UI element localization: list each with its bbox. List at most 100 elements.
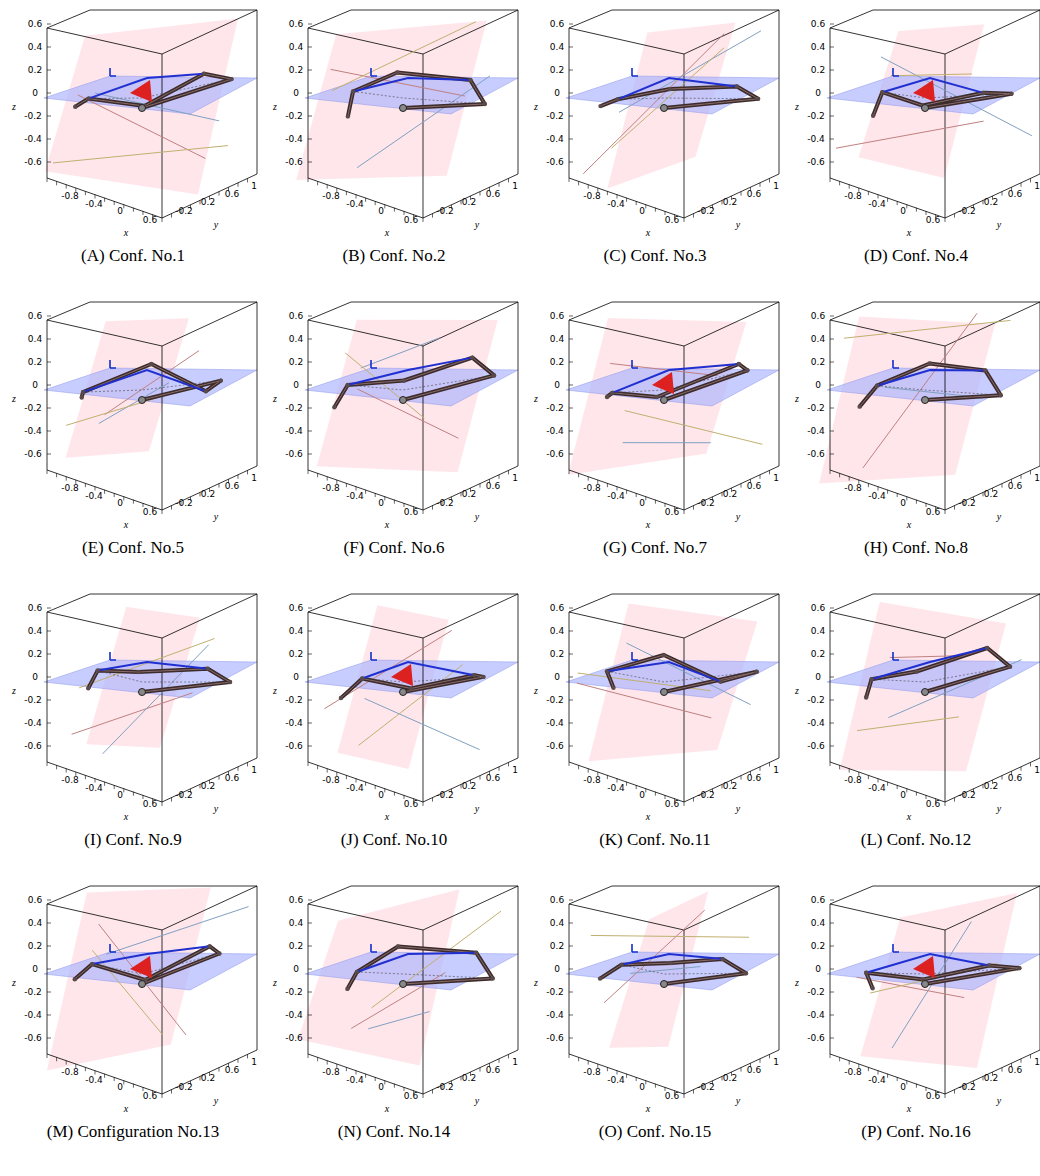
tick-label: 0 xyxy=(32,964,38,974)
joint xyxy=(395,70,399,74)
joint xyxy=(355,970,359,974)
axis-label: z xyxy=(12,685,16,696)
tick-label: 1 xyxy=(773,473,779,483)
mechanism-highlight xyxy=(866,648,1010,698)
mechanism-link xyxy=(860,364,1001,407)
joint xyxy=(491,976,495,980)
platform-link xyxy=(622,954,723,965)
tick-label: 0.2 xyxy=(550,65,564,75)
tick-label: -0.8 xyxy=(61,483,79,493)
base-joint xyxy=(139,981,146,988)
joint xyxy=(880,90,884,94)
joint-axis xyxy=(331,69,465,96)
tick-label: -0.2 xyxy=(285,695,303,705)
joint xyxy=(981,91,985,95)
tick-label: 0.2 xyxy=(289,941,303,951)
blue-plane xyxy=(44,952,257,990)
subfigure-caption: (E) Conf. No.5 xyxy=(82,538,184,558)
axis-label: x xyxy=(646,811,650,822)
dotted-link xyxy=(98,671,230,682)
tick-label: 0.6 xyxy=(665,507,679,517)
tick-label: 0.2 xyxy=(289,649,303,659)
joint xyxy=(332,405,336,409)
tick-label: 0 xyxy=(900,790,906,800)
mechanism-link xyxy=(75,946,220,984)
axis-label: y xyxy=(997,219,1001,230)
tick-label: -0.6 xyxy=(24,449,42,459)
joint xyxy=(481,675,485,679)
joint xyxy=(206,667,210,671)
tick-label: 0.2 xyxy=(723,781,737,791)
tick-label: 0.2 xyxy=(28,649,42,659)
tick-label: -0.6 xyxy=(546,1033,564,1043)
mechanism-highlight xyxy=(860,364,1001,407)
dotted-link xyxy=(877,386,1001,395)
tick-label: -0.2 xyxy=(436,1082,454,1092)
tick-label: 0.6 xyxy=(486,773,500,783)
tick-label: -0.8 xyxy=(322,191,340,201)
joint-axis xyxy=(79,639,214,688)
axis-box xyxy=(308,10,518,218)
axis-box xyxy=(308,594,518,802)
platform-link xyxy=(98,662,208,671)
tick-label: -0.4 xyxy=(807,718,825,728)
axis-label: z xyxy=(534,977,538,988)
tick-label: -0.2 xyxy=(958,498,976,508)
tick-label: -0.4 xyxy=(85,1075,103,1085)
joint xyxy=(598,104,602,108)
joint xyxy=(219,378,223,382)
tick-label: -0.4 xyxy=(868,1075,886,1085)
tick-label: -0.2 xyxy=(175,206,193,216)
dotted-link xyxy=(872,667,1010,682)
tick-label: 0.6 xyxy=(747,481,761,491)
tick-label: 0.2 xyxy=(201,781,215,791)
joint xyxy=(605,669,609,673)
tick-label: 0.4 xyxy=(550,42,564,52)
axis-label: y xyxy=(997,1095,1001,1106)
tick-label: 0.2 xyxy=(811,941,825,951)
axis-box xyxy=(569,10,779,218)
tick-label: 0 xyxy=(815,88,821,98)
mechanism-link xyxy=(88,669,230,692)
axis-box xyxy=(830,302,1040,510)
tick-label: 0.6 xyxy=(28,895,42,905)
tick-label: 0.6 xyxy=(404,507,418,517)
base-joint xyxy=(139,397,146,404)
frame-glyph xyxy=(371,944,377,952)
tick-label: 0 xyxy=(32,672,38,682)
mechanism-highlight xyxy=(600,959,746,984)
axis-label: y xyxy=(214,511,218,522)
base-joint xyxy=(922,981,929,988)
tick-label: 1 xyxy=(1034,181,1040,191)
tick-label: -0.2 xyxy=(807,695,825,705)
frame-glyph xyxy=(893,652,899,660)
tick-marks xyxy=(308,316,509,514)
tick-label: -0.2 xyxy=(285,987,303,997)
axis-label: x xyxy=(646,519,650,530)
tick-label: -0.6 xyxy=(546,449,564,459)
tick-label: -0.2 xyxy=(807,987,825,997)
axis-label: z xyxy=(273,101,277,112)
tick-label: 0.6 xyxy=(747,1065,761,1075)
tick-label: -0.8 xyxy=(61,775,79,785)
joint xyxy=(655,395,659,399)
tick-label: -0.6 xyxy=(285,1033,303,1043)
platform-link xyxy=(362,662,474,678)
plot-panel: 0.60.40.20-0.2-0.4-0.6z-0.8-0.400.6x-0.2… xyxy=(263,882,525,1174)
tick-label: 1 xyxy=(1034,765,1040,775)
tick-label: 0.6 xyxy=(1008,189,1022,199)
axis-label: x xyxy=(124,519,128,530)
tick-label: 0.2 xyxy=(289,357,303,367)
tick-label: 0 xyxy=(554,672,560,682)
axis-box xyxy=(830,10,1040,218)
frame-glyph xyxy=(632,652,638,660)
tick-label: -0.4 xyxy=(24,1010,42,1020)
frame-glyph xyxy=(632,944,638,952)
joint-axis xyxy=(78,95,206,159)
tick-label: 0 xyxy=(32,88,38,98)
joint xyxy=(987,963,991,967)
plot-panel: 0.60.40.20-0.2-0.4-0.6z-0.8-0.400.6x-0.2… xyxy=(2,590,264,882)
joint xyxy=(1017,966,1021,970)
joint xyxy=(86,96,90,100)
tick-label: 0.6 xyxy=(289,19,303,29)
